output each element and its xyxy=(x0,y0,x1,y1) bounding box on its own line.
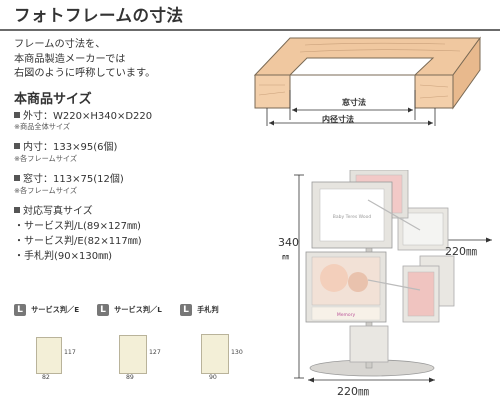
intro-text: フレームの寸法を、 本商品製造メーカーでは 右図のように呼称しています。 xyxy=(14,38,224,82)
photo-size-item: ・サービス判/E(82×117㎜) xyxy=(14,236,142,247)
spec-window-note: ※各フレームサイズ xyxy=(14,186,78,195)
photo-stand-illustration: Baby Teres Wood Memory xyxy=(294,170,492,383)
photo-size-heading: 対応写真サイズ xyxy=(14,202,93,217)
card-label-tefuda: L 手札判 xyxy=(180,297,219,316)
card-height: 127 xyxy=(149,349,161,356)
intro-line: 本商品製造メーカーでは xyxy=(14,53,126,65)
depth-dimension: 220㎜ xyxy=(445,245,477,258)
card-label-l: L サービス判／L xyxy=(97,297,162,316)
frame-caption: Baby Teres Wood xyxy=(333,214,372,220)
photo-card-e xyxy=(36,337,62,374)
frame-caption: Memory xyxy=(337,312,356,318)
width-dimension: 220㎜ xyxy=(337,385,369,398)
spec-heading: 本商品サイズ xyxy=(14,92,92,107)
card-height: 117 xyxy=(64,349,76,356)
card-width: 90 xyxy=(209,374,217,381)
card-label-e: L サービス判／E xyxy=(14,297,79,316)
l-badge: L xyxy=(14,304,26,316)
spec-outer: 外寸：W220×H340×D220 xyxy=(14,107,152,122)
l-badge: L xyxy=(180,304,192,316)
inner-dimension-label: 内径寸法 xyxy=(322,115,354,124)
l-badge: L xyxy=(97,304,109,316)
page-title: フォトフレームの寸法 xyxy=(14,6,184,25)
bullet-square-icon xyxy=(14,143,20,149)
spec-inner-note: ※各フレームサイズ xyxy=(14,154,78,163)
spec-inner: 内寸：133×95(6個) xyxy=(14,138,117,153)
bullet-square-icon xyxy=(14,207,20,213)
bullet-square-icon xyxy=(14,175,20,181)
height-dimension: 340 xyxy=(278,236,299,249)
frame-dimension-diagram xyxy=(253,36,481,126)
card-height: 130 xyxy=(231,349,243,356)
spec-outer-note: ※商品全体サイズ xyxy=(14,122,71,131)
title-divider xyxy=(0,29,500,31)
intro-line: フレームの寸法を、 xyxy=(14,39,106,50)
photo-size-item: ・手札判(90×130㎜) xyxy=(14,251,112,262)
window-dimension-label: 窓寸法 xyxy=(342,98,366,107)
photo-size-item: ・サービス判/L(89×127㎜) xyxy=(14,221,141,232)
card-width: 89 xyxy=(126,374,134,381)
bullet-square-icon xyxy=(14,112,20,118)
intro-line: 右図のように呼称しています。 xyxy=(14,68,156,80)
height-unit: ㎜ xyxy=(282,253,289,261)
photo-card-l xyxy=(119,335,147,374)
spec-window: 窓寸：113×75(12個) xyxy=(14,170,124,185)
card-width: 82 xyxy=(42,374,50,381)
photo-card-tefuda xyxy=(201,334,229,374)
